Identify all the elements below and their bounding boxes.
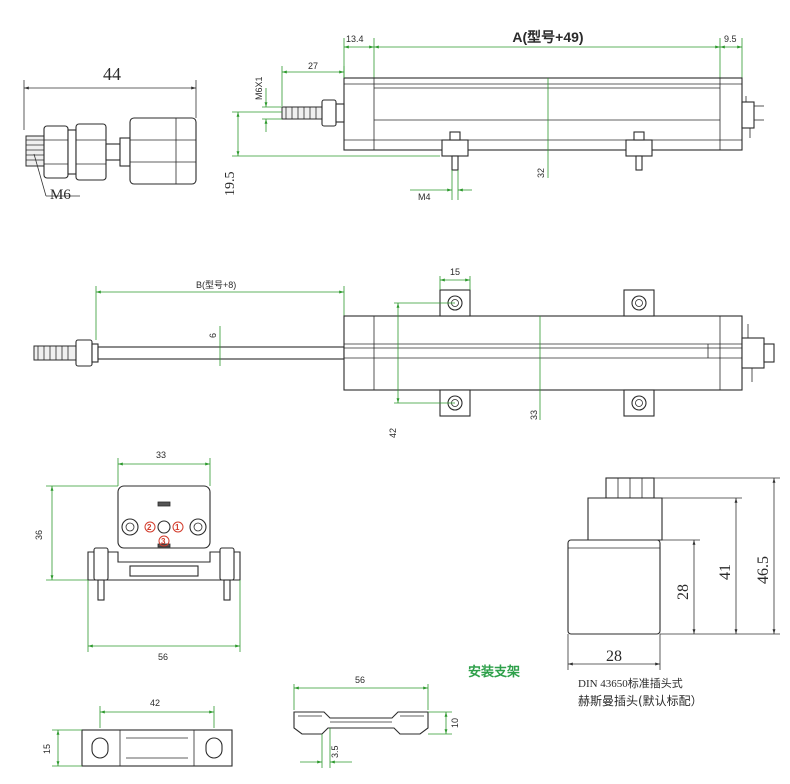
top-stroke-dim: B(型号+8): [196, 280, 236, 290]
connector-view: 28 28 41 46.5 DIN 43650标准插头式 赫斯曼插头(默认标配）: [567, 477, 780, 708]
front-left-offset-dim: 13.4: [346, 34, 364, 44]
connector-caption-line2: 赫斯曼插头(默认标配）: [578, 693, 703, 708]
end-bottom-width-dim: 56: [158, 652, 168, 662]
end-view: 33 36 2 3 1 56: [34, 450, 241, 662]
front-height-dim: 19.5: [223, 172, 238, 197]
rod-thread-label: M6: [50, 187, 71, 203]
bracket-top-length-dim: 56: [355, 675, 365, 685]
top-body-width-dim: 33: [529, 410, 539, 420]
pin-1-label: 1: [175, 523, 180, 532]
front-right-offset-dim: 9.5: [724, 34, 737, 44]
bracket-top-thickness-dim: 3.5: [330, 745, 340, 758]
connector-caption-line1: DIN 43650标准插头式: [578, 676, 683, 690]
front-length-dim: A(型号+49): [512, 29, 583, 45]
bracket-title: 安装支架: [468, 664, 520, 680]
front-view: 13.4 A(型号+49) 9.5 32 27 M6X1: [223, 29, 764, 202]
pin-3-label: 3: [161, 537, 166, 546]
top-rod-diameter-dim: 6: [208, 333, 218, 338]
top-view: B(型号+8) 6: [33, 267, 775, 438]
end-top-width-dim: 33: [156, 450, 166, 460]
rod-end-width-dim: 44: [103, 64, 121, 84]
connector-h3-dim: 46.5: [755, 556, 772, 584]
front-body-height-dim: 32: [536, 168, 546, 178]
front-rod-thread-dim: M6X1: [254, 76, 264, 100]
top-clamp-width-dim: 15: [450, 267, 460, 277]
top-clamp-2: [623, 289, 655, 417]
pin-2-label: 2: [147, 523, 152, 532]
bracket-views: 安装支架 56 10 3.5 42 15: [42, 664, 520, 768]
bracket-bottom-height-dim: 15: [42, 744, 52, 754]
front-mount-thread-dim: M4: [418, 192, 431, 202]
bracket-top-height-dim: 10: [450, 718, 460, 728]
connector-width-dim: 28: [606, 648, 622, 665]
front-thread-length-dim: 27: [308, 61, 318, 71]
connector-h2-dim: 41: [717, 564, 734, 580]
rod-end-view: 44 M6: [23, 64, 197, 203]
connector-h1-dim: 28: [675, 584, 692, 600]
bracket-bottom-length-dim: 42: [150, 698, 160, 708]
end-height-dim: 36: [34, 530, 44, 540]
top-clamp-offset-dim: 42: [388, 428, 398, 438]
